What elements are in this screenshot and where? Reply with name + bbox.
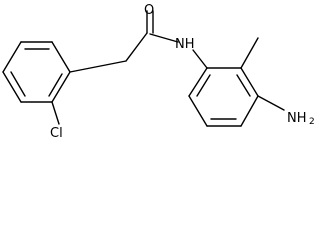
bond-ch2-carbonyl [125, 32, 148, 62]
chlorine-label: Cl [50, 126, 63, 141]
bond [188, 67, 208, 97]
bond [2, 71, 22, 103]
chemical-structure: O NH NH 2 Cl [2, 3, 315, 141]
bond-methyl [240, 37, 259, 69]
bond [188, 95, 208, 127]
bond [51, 41, 71, 73]
amide-nh-label: NH [175, 37, 195, 52]
bond-carbonyl-nh [149, 33, 179, 43]
bond-nh-ring [192, 49, 208, 69]
chlorophenyl-ring [2, 41, 71, 103]
amine-nh-label: NH [287, 111, 307, 126]
bond [2, 41, 22, 73]
aromatic-bond [10, 71, 26, 97]
amine-subscript-label: 2 [309, 117, 315, 127]
aromatic-bond [236, 74, 251, 97]
bond [240, 67, 259, 97]
aromatic-bond [196, 74, 211, 97]
bond-ring-ch2 [69, 60, 127, 73]
bond-ring-cl [51, 101, 60, 125]
bond [240, 95, 259, 127]
bond-ring-nh2 [257, 95, 285, 111]
aminomethylphenyl-ring [188, 67, 259, 127]
aromatic-bond [48, 73, 63, 97]
oxygen-label: O [144, 3, 154, 18]
bond [51, 71, 71, 103]
